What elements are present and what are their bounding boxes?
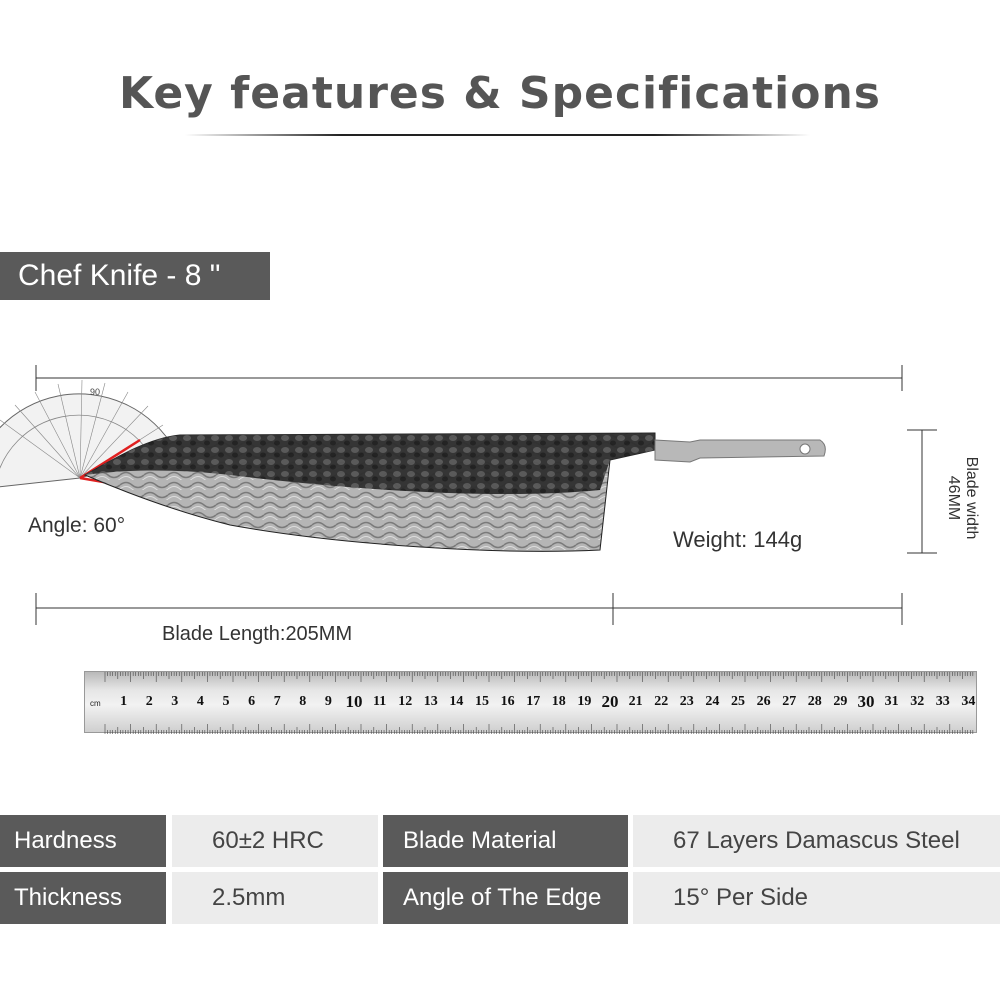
ruler-number: 2 xyxy=(145,694,153,709)
ruler-number: 7 xyxy=(273,694,281,709)
weight-label: Weight: 144g xyxy=(673,527,803,552)
spec-value-blade-material: 67 Layers Damascus Steel xyxy=(633,815,1000,867)
spec-value-thickness: 2.5mm xyxy=(172,872,378,924)
ruler-number: 6 xyxy=(248,694,256,709)
spec-key-blade-material: Blade Material xyxy=(383,815,628,867)
ruler-number: 14 xyxy=(449,694,464,709)
ruler-number: 12 xyxy=(398,694,413,709)
ruler-number: 24 xyxy=(705,694,720,709)
ruler-number: 32 xyxy=(910,694,925,709)
ruler-number: 27 xyxy=(782,694,797,709)
ruler-number: 19 xyxy=(577,694,592,709)
ruler-number: 11 xyxy=(372,694,387,709)
knife-diagram: 90 xyxy=(0,365,937,625)
ruler-number: 22 xyxy=(654,694,669,709)
spec-key-hardness: Hardness xyxy=(0,815,166,867)
model-banner: Chef Knife - 8 " xyxy=(0,252,270,300)
ruler-number: 3 xyxy=(171,694,179,709)
ruler-number: 20 xyxy=(601,692,619,711)
ruler-number: 8 xyxy=(299,694,307,709)
ruler-number: 23 xyxy=(679,694,694,709)
ruler-number: 4 xyxy=(196,694,204,709)
ruler-ticks xyxy=(104,672,974,734)
spec-value-hardness: 60±2 HRC xyxy=(172,815,378,867)
spec-key-edge-angle: Angle of The Edge xyxy=(383,872,628,924)
ruler-unit: cm xyxy=(90,699,101,708)
ruler-number: 15 xyxy=(475,694,489,709)
knife-blade xyxy=(83,432,656,552)
title-underline xyxy=(185,134,810,136)
ruler-number: 34 xyxy=(961,694,976,709)
blade-width-line xyxy=(907,429,937,554)
ruler-number: 30 xyxy=(857,692,875,711)
ruler-number: 1 xyxy=(120,694,128,709)
overall-length-line xyxy=(35,365,903,391)
protractor-label: 90 xyxy=(90,387,100,397)
knife-tang xyxy=(654,439,826,463)
ruler-number: 33 xyxy=(935,694,950,709)
ruler-number: 26 xyxy=(756,694,771,709)
ruler-number: 29 xyxy=(833,694,848,709)
ruler-number: 13 xyxy=(423,694,438,709)
blade-width-value: 46MM xyxy=(945,475,962,521)
ruler-number: 10 xyxy=(345,692,363,711)
ruler-number: 17 xyxy=(526,694,541,709)
spec-value-edge-angle: 15° Per Side xyxy=(633,872,1000,924)
spec-key-thickness: Thickness xyxy=(0,872,166,924)
blade-length-label: Blade Length:205MM xyxy=(162,623,353,645)
blade-width-title: Blade width xyxy=(963,456,980,540)
ruler-number: 31 xyxy=(884,694,899,709)
angle-label: Angle: 60° xyxy=(28,514,126,537)
ruler-number: 9 xyxy=(324,694,332,709)
protractor: 90 xyxy=(0,379,176,492)
ruler-number: 18 xyxy=(551,694,566,709)
ruler-number: 5 xyxy=(222,694,230,709)
page-title: Key features & Specifications xyxy=(119,68,881,119)
ruler-number: 25 xyxy=(731,694,745,709)
ruler-number: 28 xyxy=(807,694,822,709)
blade-length-line xyxy=(35,593,903,625)
ruler-number: 21 xyxy=(628,694,643,709)
ruler-number: 16 xyxy=(500,694,515,709)
